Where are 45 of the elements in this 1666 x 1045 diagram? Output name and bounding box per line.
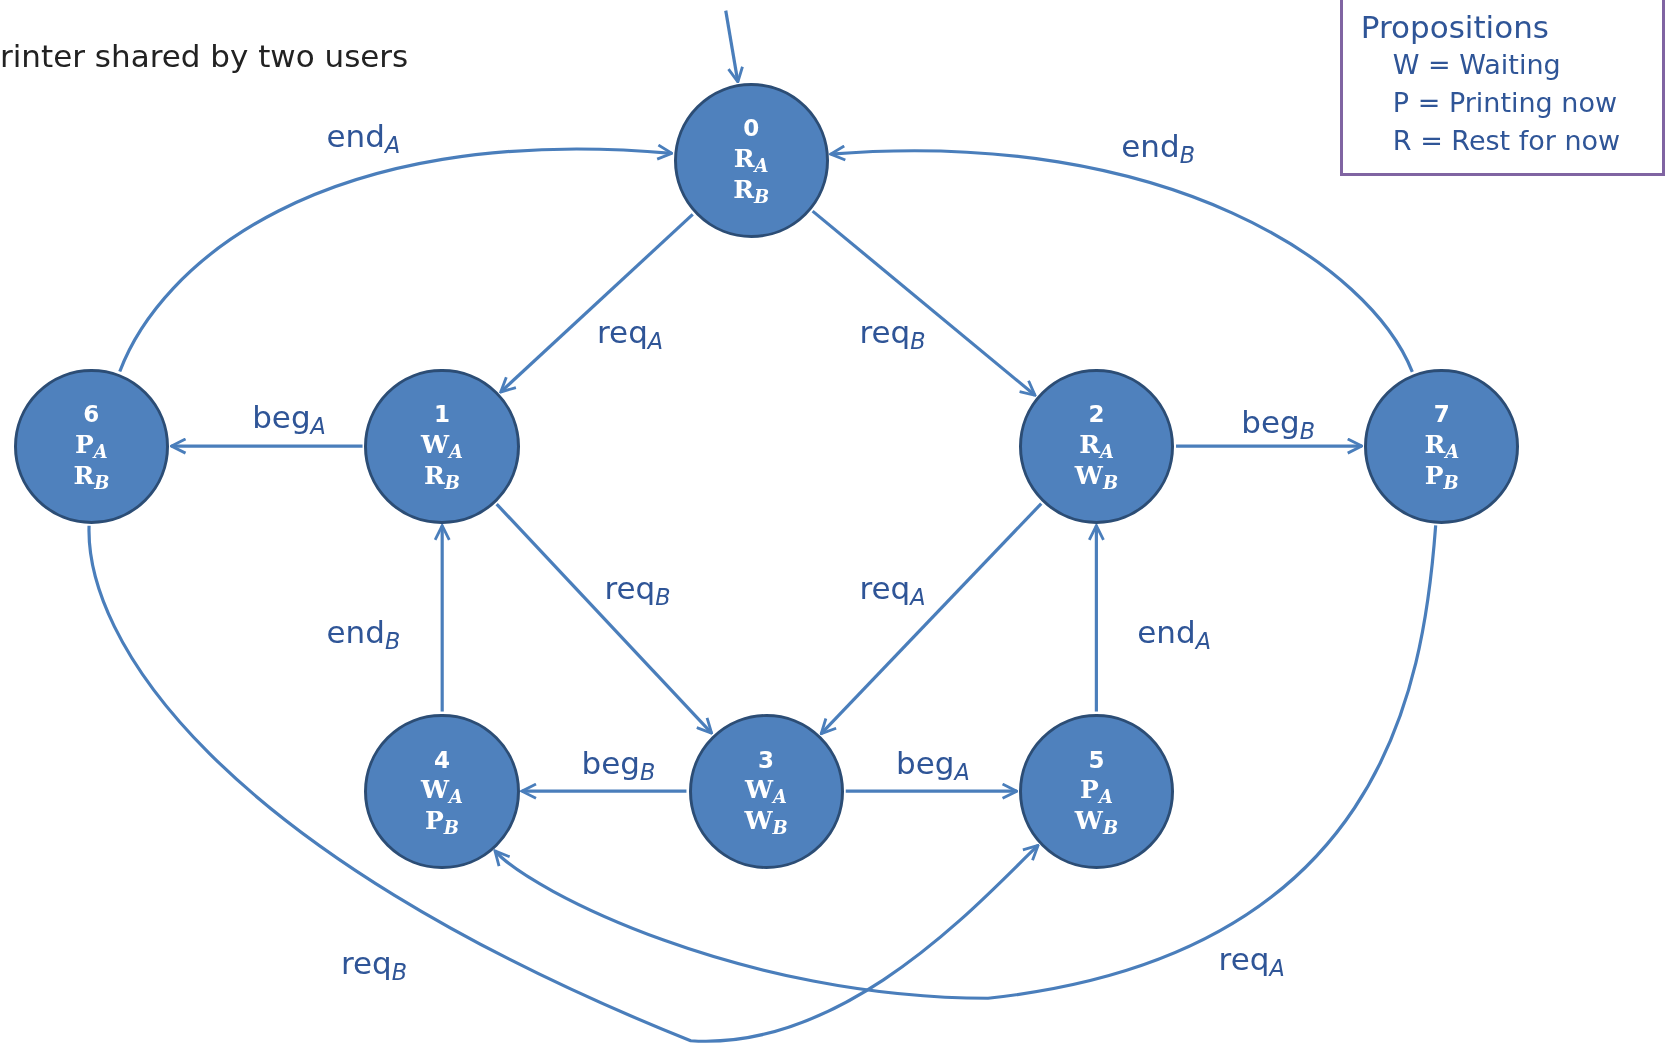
state-label: W$_{B}$ xyxy=(744,805,788,837)
state-number: 1 xyxy=(434,401,450,429)
state-label: R$_{B}$ xyxy=(424,460,460,492)
state-label: W$_{A}$ xyxy=(745,774,788,806)
state-label: P$_{B}$ xyxy=(1424,460,1459,492)
transition-arrow xyxy=(1087,524,1105,712)
title: rinter shared by two users xyxy=(0,38,409,74)
state-label: P$_{A}$ xyxy=(75,428,108,461)
state-number: 6 xyxy=(83,401,100,429)
state-label: P$_{A}$ xyxy=(1080,774,1113,806)
state-label: W$_{A}$ xyxy=(420,428,463,461)
state-number: 5 xyxy=(1088,746,1105,775)
transition-arrow xyxy=(845,782,1019,800)
transition-arrow xyxy=(520,782,687,800)
legend-entry: P = Printing now xyxy=(1391,85,1619,120)
transition-arrow xyxy=(169,437,363,455)
legend-entry: R = Rest for now xyxy=(1391,123,1622,158)
state-number: 3 xyxy=(758,746,775,775)
transition-arrow xyxy=(495,503,714,735)
legend-heading: Propositions xyxy=(1360,8,1550,46)
transition-arrow xyxy=(433,524,451,712)
state-number: 2 xyxy=(1088,401,1105,429)
transition-arrow xyxy=(811,209,1037,397)
transition-arrow xyxy=(1176,437,1364,455)
state-label: R$_{B}$ xyxy=(73,460,110,492)
transition-arrow xyxy=(493,525,1438,1000)
transition-arrow xyxy=(819,502,1043,736)
legend-entry: W = Waiting xyxy=(1391,47,1562,82)
state-number: 4 xyxy=(434,746,450,775)
state-number: 7 xyxy=(1433,401,1450,429)
state-label: R$_{A}$ xyxy=(1424,428,1460,461)
state-label: W$_{B}$ xyxy=(1074,805,1119,837)
state-label: P$_{B}$ xyxy=(425,805,459,837)
initial-arrow xyxy=(724,10,744,84)
transition-arrow xyxy=(499,213,694,394)
transition-arrow xyxy=(829,145,1414,373)
state-label: R$_{A}$ xyxy=(733,143,769,175)
transition-arrow xyxy=(118,144,674,373)
state-label: W$_{B}$ xyxy=(1074,460,1119,492)
state-label: W$_{A}$ xyxy=(420,774,463,806)
legend-box xyxy=(1339,0,1665,177)
transition-arrow xyxy=(87,525,1040,1043)
state-label: R$_{A}$ xyxy=(1079,428,1114,461)
state-label: R$_{B}$ xyxy=(733,174,770,206)
state-number: 0 xyxy=(743,115,760,143)
